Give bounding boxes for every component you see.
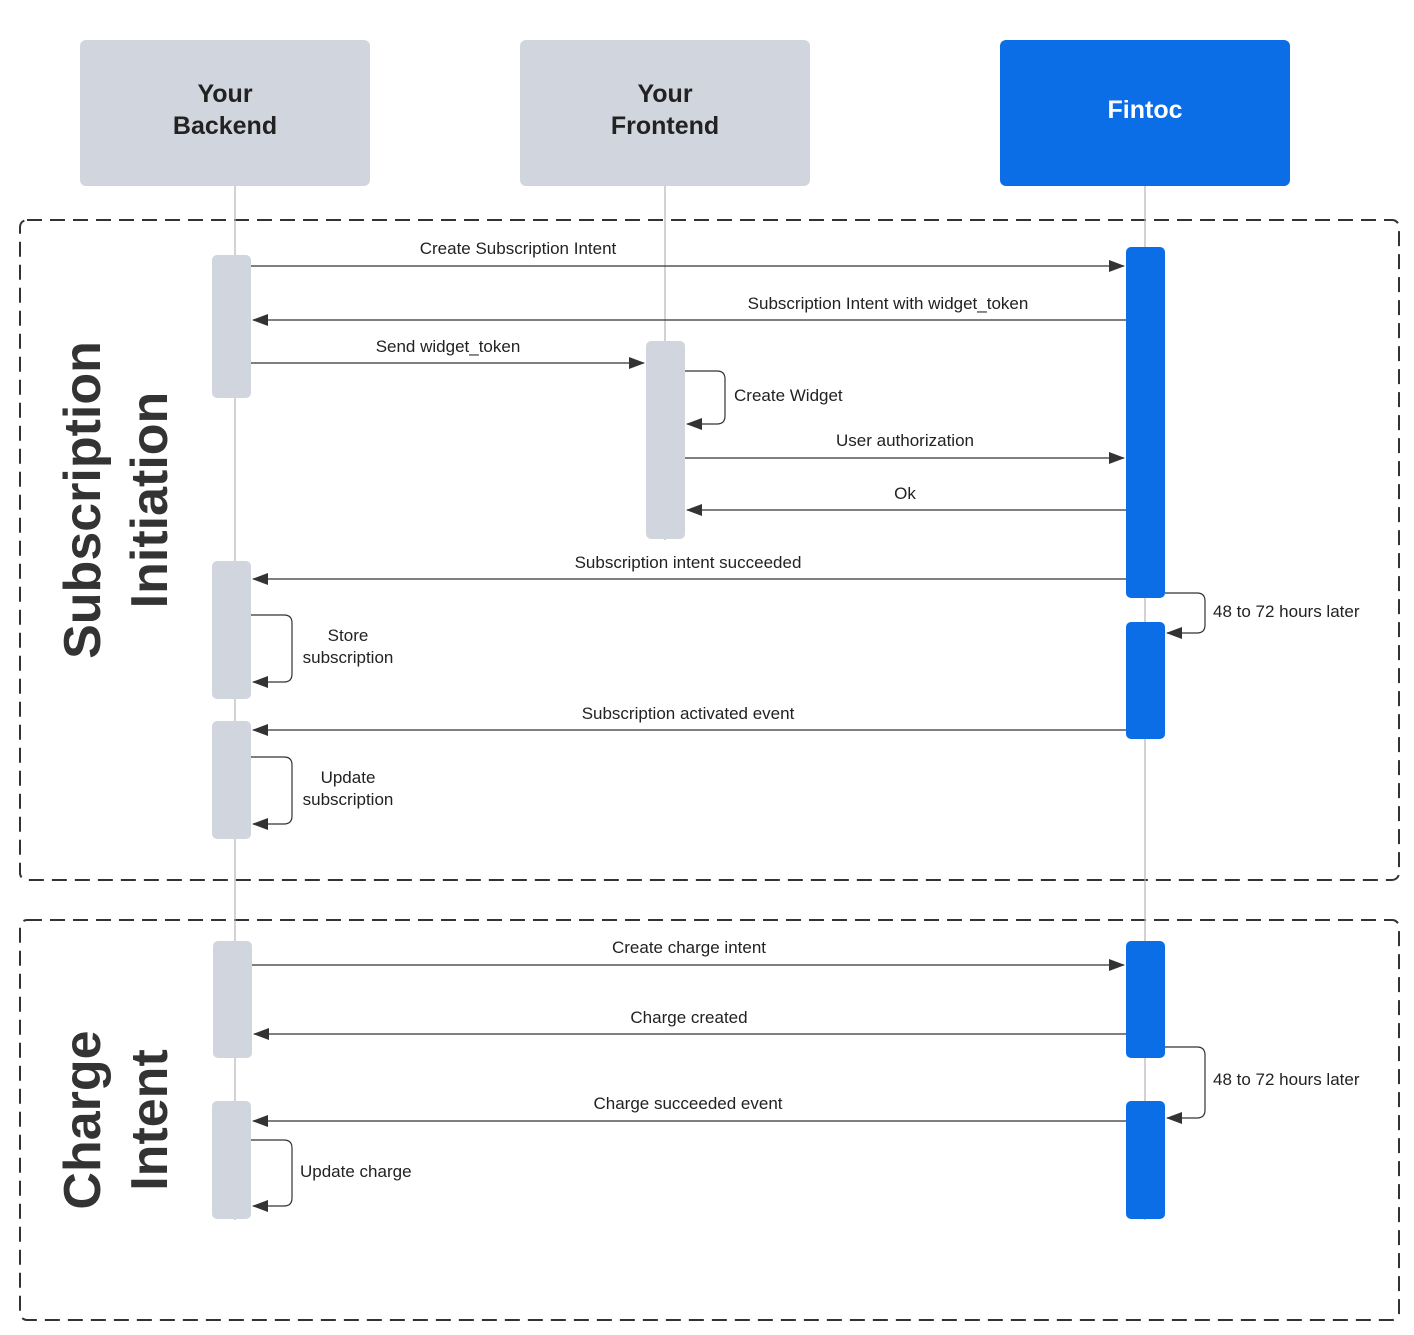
activation-bar-fintoc	[1126, 1101, 1165, 1219]
message-label-update-subscription-line-1: Update	[321, 768, 376, 787]
message-label-create-charge-intent: Create charge intent	[612, 938, 766, 957]
activation-bar-backend	[212, 561, 251, 699]
participant-box	[80, 40, 370, 186]
message-label-store-subscription-line-1: Store	[328, 626, 369, 645]
activation-bar-frontend	[646, 341, 685, 539]
message-label-create-subscription-intent: Create Subscription Intent	[420, 239, 617, 258]
message-label-wait-charge: 48 to 72 hours later	[1213, 1070, 1360, 1089]
self-arrow-update-charge	[251, 1139, 293, 1212]
activation-bar-fintoc	[1126, 622, 1165, 739]
participant-box	[520, 40, 810, 186]
self-arrow-wait-charge	[1165, 1046, 1206, 1124]
activation-bar-backend	[213, 941, 252, 1058]
activation-bar-backend	[212, 1101, 251, 1219]
self-arrow-store-subscription	[251, 614, 293, 688]
section-label-line-1: Subscription	[54, 341, 112, 659]
activation-bar-backend	[212, 721, 251, 839]
message-label-store-subscription-line-2: subscription	[303, 648, 394, 667]
participant-label-line-2: Backend	[173, 112, 277, 140]
self-arrow-update-subscription	[251, 756, 293, 830]
participant-label-line-1: Your	[197, 80, 252, 108]
message-label-send-widget-token: Send widget_token	[376, 337, 521, 356]
section-label-subscription-initiation: Subscription Initiation	[54, 341, 179, 659]
section-label-charge-intent: Charge Intent	[54, 1030, 179, 1209]
message-label-subscription-intent-succeeded: Subscription intent succeeded	[575, 553, 802, 572]
section-label-line-2: Initiation	[121, 392, 179, 609]
section-label-line-1: Charge	[54, 1030, 112, 1209]
message-label-subscription-intent-with-widget-token: Subscription Intent with widget_token	[748, 294, 1029, 313]
message-label-update-charge: Update charge	[300, 1162, 412, 1181]
section-frame-subscription-initiation	[19, 219, 1400, 881]
message-label-user-authorization: User authorization	[836, 431, 974, 450]
section-frame-charge-intent	[19, 919, 1400, 1321]
message-label-charge-created: Charge created	[630, 1008, 747, 1027]
self-arrow-wait-subscription	[1165, 592, 1206, 639]
participant-label-line-1: Fintoc	[1108, 96, 1183, 124]
message-label-update-subscription-line-2: subscription	[303, 790, 394, 809]
participant-box	[1000, 40, 1290, 186]
message-label-charge-succeeded-event: Charge succeeded event	[593, 1094, 782, 1113]
participant-label-line-2: Frontend	[611, 112, 719, 140]
section-label-line-2: Intent	[121, 1049, 179, 1191]
activation-bar-fintoc	[1126, 247, 1165, 598]
message-label-wait-subscription: 48 to 72 hours later	[1213, 602, 1360, 621]
activation-bar-backend	[212, 255, 251, 398]
self-arrow-create-widget	[685, 370, 726, 430]
participant-backend: Your Backend	[80, 40, 370, 186]
message-label-subscription-activated-event: Subscription activated event	[582, 704, 795, 723]
participant-fintoc: Fintoc	[1000, 40, 1290, 186]
message-label-create-widget: Create Widget	[734, 386, 843, 405]
message-label-ok: Ok	[894, 484, 916, 503]
activation-bar-fintoc	[1126, 941, 1165, 1058]
participant-frontend: Your Frontend	[520, 40, 810, 186]
participant-label-line-1: Your	[637, 80, 692, 108]
